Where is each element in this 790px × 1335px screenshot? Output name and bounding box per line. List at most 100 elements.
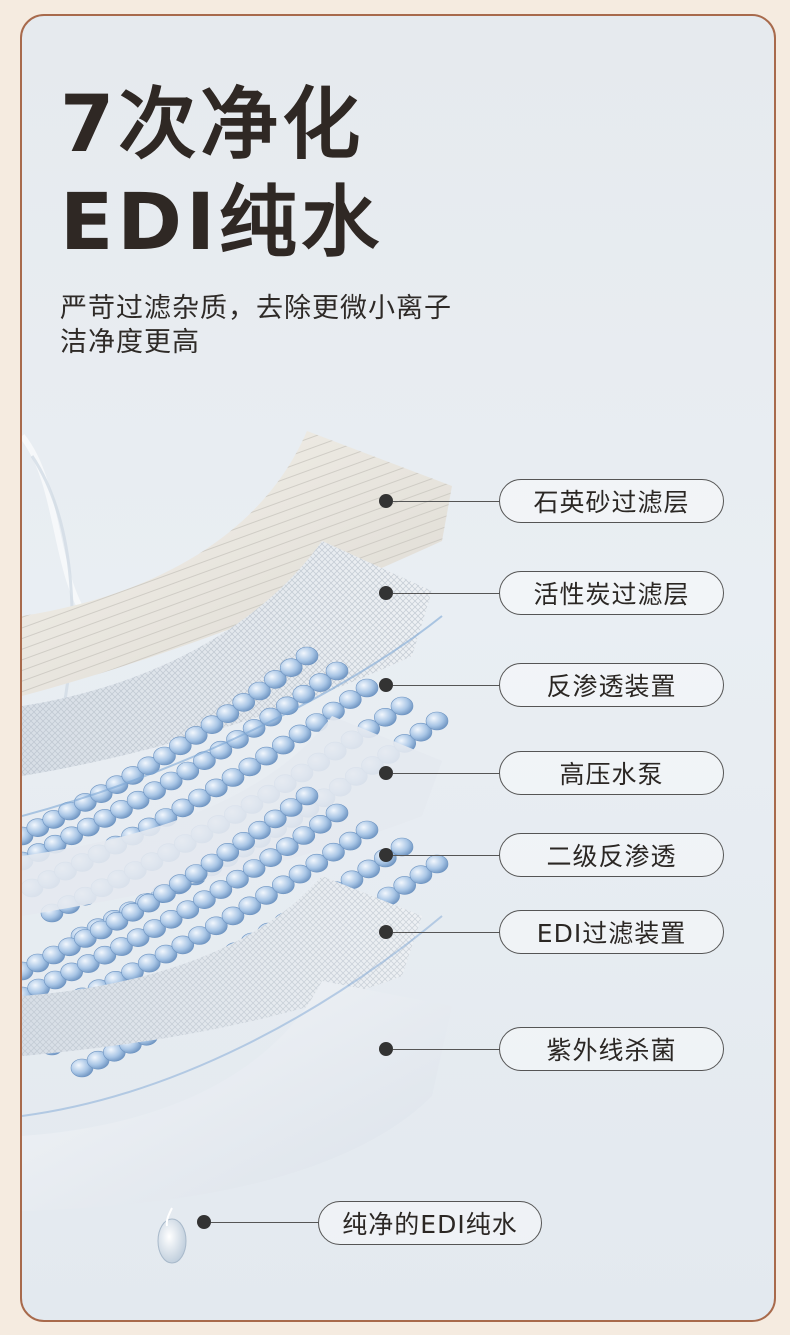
bead (325, 661, 349, 681)
label-edi-filter: EDI过滤装置 (499, 910, 724, 954)
bead (393, 876, 417, 895)
bead (255, 746, 278, 766)
bead (425, 854, 449, 874)
water-drop (157, 1218, 187, 1264)
bead (200, 853, 224, 873)
bead (171, 798, 195, 818)
bead (60, 962, 84, 982)
bead (409, 865, 433, 885)
bead (209, 880, 233, 899)
bead (255, 886, 278, 905)
label-pure-edi-water: 纯净的EDI纯水 (318, 1201, 542, 1245)
bead (248, 681, 271, 701)
callout-line (211, 1222, 319, 1223)
bead (232, 693, 255, 712)
bead (279, 658, 303, 678)
callout-dot (379, 925, 393, 939)
bead (288, 864, 312, 884)
bead (121, 902, 145, 922)
callout-dot (379, 494, 393, 508)
callout-line (393, 593, 500, 594)
bead (60, 826, 84, 846)
bead (153, 746, 176, 766)
bead (390, 696, 414, 716)
bead (221, 906, 245, 926)
bead (159, 909, 183, 929)
uv-plate-layer (22, 981, 452, 1211)
bead (355, 678, 379, 698)
bead (216, 704, 240, 724)
bead (325, 803, 349, 823)
subtitle-line-1: 严苛过滤杂质，去除更微小离子 (60, 293, 452, 324)
bead (357, 859, 381, 879)
bead (137, 953, 161, 973)
bead (292, 826, 316, 845)
bead (73, 929, 97, 948)
bead (216, 842, 240, 862)
bead (425, 711, 449, 731)
callout-dot (379, 678, 393, 692)
callout-line (393, 1049, 500, 1050)
bead (200, 715, 224, 735)
edi-mesh-layer (22, 876, 422, 1056)
bead (126, 790, 150, 810)
callout-dot (379, 848, 393, 862)
bead (322, 842, 345, 862)
bead (305, 853, 329, 873)
callout-dot (197, 1215, 211, 1229)
bead (93, 945, 117, 965)
bead (271, 875, 295, 895)
bead (309, 814, 332, 834)
bead (292, 684, 316, 704)
bead (143, 919, 166, 938)
label-reverse-osmosis: 反渗透装置 (499, 663, 724, 707)
bead (309, 673, 332, 692)
callout-line (393, 932, 500, 933)
callout-line (393, 685, 500, 686)
bead (188, 788, 211, 808)
bead (338, 690, 362, 709)
label-quartz-sand: 石英砂过滤层 (499, 479, 724, 523)
bead (221, 768, 245, 787)
bead (271, 735, 295, 755)
bead (238, 757, 262, 777)
callout-line (393, 773, 500, 774)
bead (259, 848, 282, 868)
bead (110, 937, 133, 956)
bead (121, 766, 145, 785)
bead (248, 820, 271, 840)
bead (193, 890, 216, 910)
bead (159, 771, 183, 791)
bead (89, 920, 113, 940)
bead (288, 724, 312, 744)
bead (77, 817, 100, 837)
bead (153, 884, 176, 903)
label-activated-carbon: 活性炭过滤层 (499, 571, 724, 615)
bead (171, 935, 195, 955)
filter-layers-illustration (22, 431, 452, 1264)
bead (232, 831, 255, 851)
title-line-2: EDI纯水 (60, 178, 384, 268)
bead (226, 869, 249, 889)
subtitle-line-2: 洁净度更高 (60, 327, 200, 358)
bead (184, 726, 208, 745)
bead (143, 781, 166, 801)
activated-carbon-layer (22, 541, 432, 776)
bead (126, 928, 150, 948)
bead (275, 837, 299, 857)
callout-dot (379, 1042, 393, 1056)
bead (169, 736, 192, 756)
bead (176, 761, 200, 781)
bead (295, 646, 319, 666)
bead (242, 859, 266, 878)
label-uv-sterilization: 紫外线杀菌 (499, 1027, 724, 1071)
bead (73, 793, 97, 812)
bead (259, 707, 282, 727)
bead (77, 954, 100, 973)
bead (205, 778, 228, 798)
label-secondary-ro: 二级反渗透 (499, 833, 724, 877)
label-high-pressure-pump: 高压水泵 (499, 751, 724, 795)
title-line-1: 7次净化 (60, 80, 365, 170)
bead (169, 874, 192, 893)
bead (295, 786, 319, 806)
